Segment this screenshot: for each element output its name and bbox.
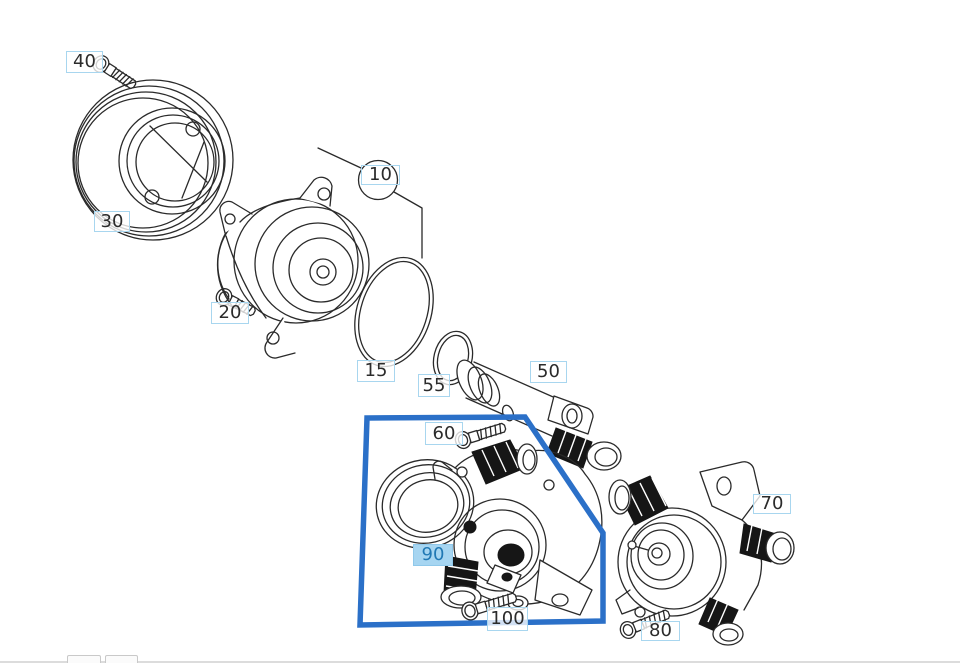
callout-90-highlighted[interactable]: 90 [413,544,453,566]
callout-30[interactable]: 30 [94,211,130,232]
bottom-divider [0,661,960,663]
selection-polygon [357,414,606,628]
callout-80[interactable]: 80 [641,621,680,641]
bottom-toolbar-button-2[interactable] [105,655,138,663]
bottom-toolbar-button-1[interactable] [67,655,101,663]
callout-10-leader [317,147,423,259]
pulley-30-drawing[interactable] [72,79,234,241]
callout-50[interactable]: 50 [530,361,567,383]
housing-70-drawing[interactable] [608,461,795,646]
selected-pump-90-drawing[interactable] [367,439,603,616]
callout-20[interactable]: 20 [211,302,249,324]
pump-10-drawing[interactable] [216,176,370,359]
callout-100[interactable]: 100 [487,607,528,631]
callout-60[interactable]: 60 [425,422,463,445]
pipe-50-drawing[interactable] [452,356,622,471]
callout-15[interactable]: 15 [357,360,395,382]
callout-55[interactable]: 55 [418,374,450,397]
callout-70[interactable]: 70 [753,494,791,514]
callout-40[interactable]: 40 [66,51,103,73]
callout-10[interactable]: 10 [361,165,400,185]
